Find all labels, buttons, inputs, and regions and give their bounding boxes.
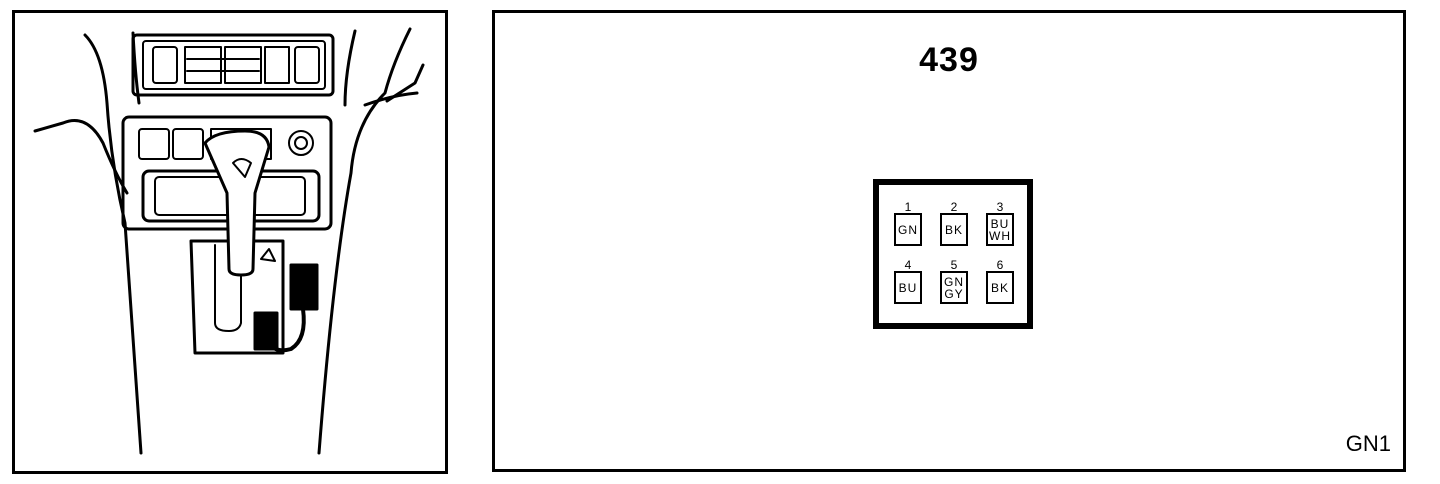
pin-color: BU WH (986, 213, 1014, 246)
pin-number: 3 (996, 200, 1004, 214)
pin-color: BK (940, 213, 968, 246)
connector-detail-panel: 439 1 GN 2 BK 3 BU WH 4 BU (492, 10, 1406, 472)
pin-number: 2 (950, 200, 958, 214)
pin-5: 5 GN GY (931, 259, 977, 304)
center-console-drawing (33, 27, 425, 455)
pin-color: GN GY (940, 271, 968, 304)
pin-1: 1 GN (885, 201, 931, 246)
connector-number: 439 (919, 41, 979, 79)
pin-number: 5 (950, 258, 958, 272)
pin-color: GN (894, 213, 922, 246)
pin-color: BK (986, 271, 1014, 304)
pin-6: 6 BK (977, 259, 1023, 304)
connector-face: 1 GN 2 BK 3 BU WH 4 BU 5 (873, 179, 1033, 329)
pin-color: BU (894, 271, 922, 304)
pin-2: 2 BK (931, 201, 977, 246)
pin-number: 1 (904, 200, 912, 214)
pin-3: 3 BU WH (977, 201, 1023, 246)
pin-4: 4 BU (885, 259, 931, 304)
connector-code: GN1 (1345, 431, 1391, 456)
pin-number: 6 (996, 258, 1004, 272)
console-location-illustration (12, 10, 448, 474)
pin-number: 4 (904, 258, 912, 272)
